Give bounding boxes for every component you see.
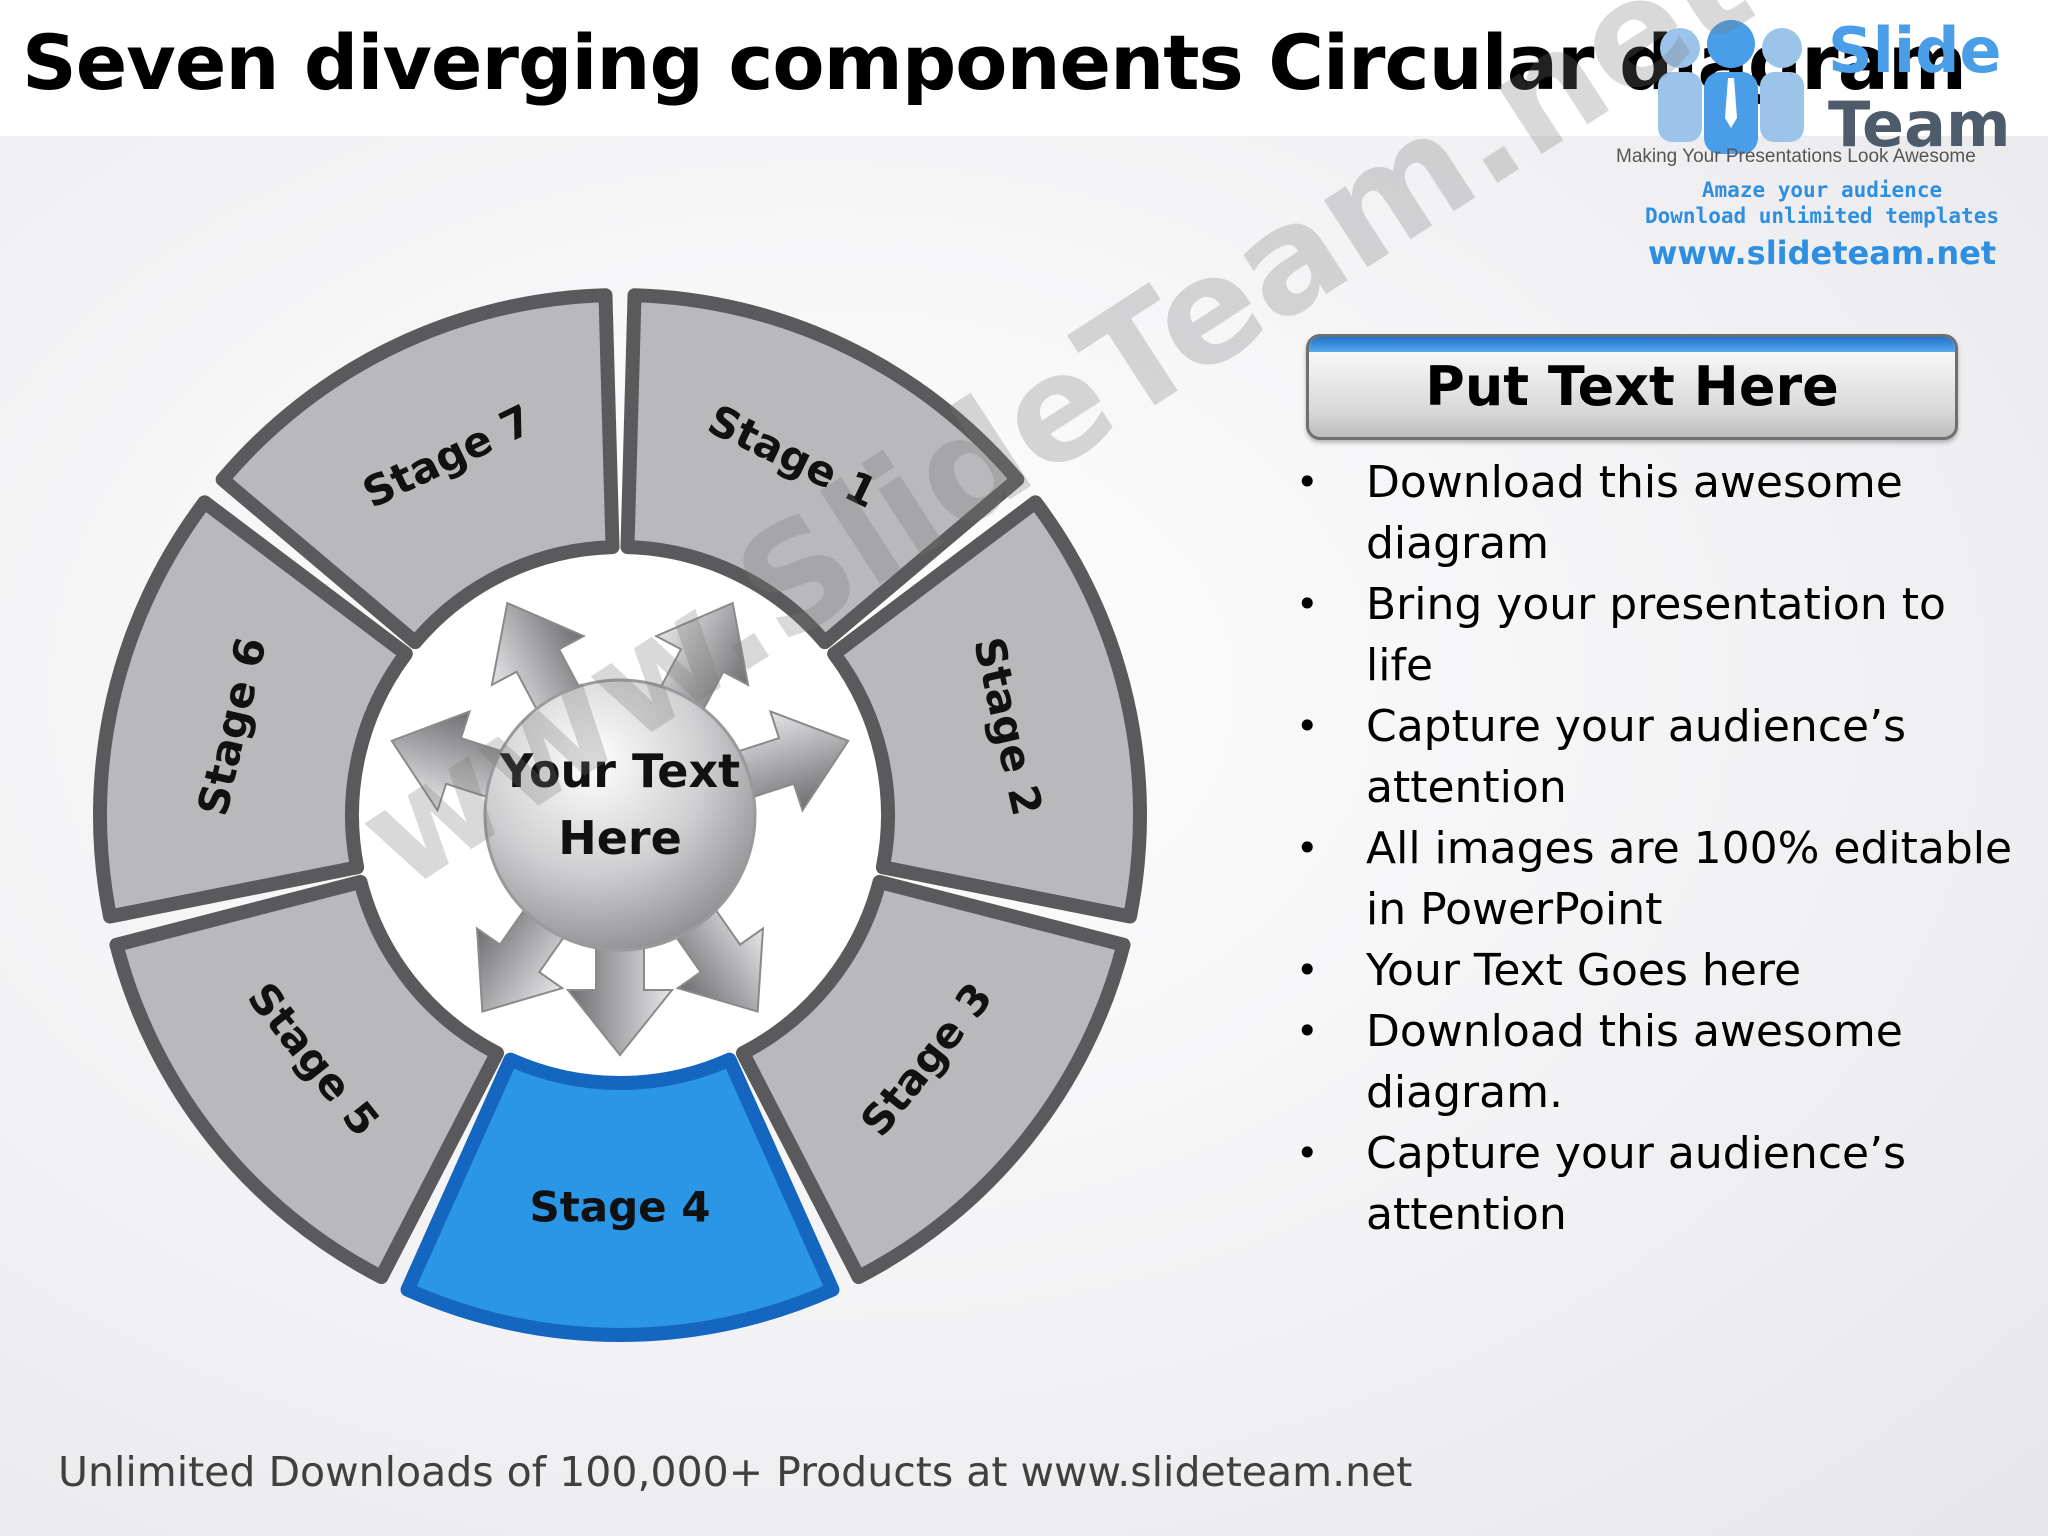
bullet-item: Capture your audience’s attention — [1296, 1123, 2016, 1245]
logo-line-download: Download unlimited templates — [1644, 204, 1999, 228]
bullet-item: Your Text Goes here — [1296, 940, 2016, 1001]
page-title: Seven diverging components Circular diag… — [22, 18, 1967, 107]
stage-ring — [93, 288, 1147, 1342]
bullet-item: All images are 100% editable in PowerPoi… — [1296, 818, 2016, 940]
stage-segment-7[interactable] — [215, 288, 620, 650]
bullet-item: Capture your audience’s attention — [1296, 696, 2016, 818]
center-text-line2: Here — [558, 811, 682, 865]
slideteam-logo: Slide Team Making Your Presentations Loo… — [1612, 8, 2032, 272]
logo-tagline: Making Your Presentations Look Awesome — [1616, 146, 1976, 167]
stage-segment-3[interactable] — [735, 874, 1131, 1285]
footer-text: Unlimited Downloads of 100,000+ Products… — [58, 1448, 1413, 1496]
header-text: Put Text Here — [1425, 355, 1839, 418]
center-hub — [483, 678, 757, 952]
people-icon — [1658, 20, 1804, 154]
stage-segment-6[interactable] — [93, 495, 413, 924]
header-stripe — [1309, 337, 1955, 352]
logo-url[interactable]: www.slideteam.net — [1647, 234, 1997, 272]
logo-line-amaze: Amaze your audience — [1701, 178, 1943, 202]
bullet-item: Download this awesome diagram. — [1296, 1001, 2016, 1123]
stage-label-4: Stage 4 — [529, 1183, 710, 1232]
bullet-item: Bring your presentation to life — [1296, 574, 2016, 696]
stage-segment-1[interactable] — [620, 288, 1025, 650]
text-header-box: Put Text Here — [1306, 334, 1958, 440]
stage-segment-5[interactable] — [109, 874, 505, 1285]
stage-segment-2[interactable] — [827, 495, 1147, 924]
stage-segment-4[interactable] — [400, 1052, 840, 1342]
logo-word-slide: Slide — [1828, 14, 2002, 87]
bullet-list: Download this awesome diagram Bring your… — [1296, 452, 2016, 1245]
center-text-line1: Your Text — [499, 744, 740, 798]
bullet-item: Download this awesome diagram — [1296, 452, 2016, 574]
logo-word-team: Team — [1828, 88, 2011, 161]
